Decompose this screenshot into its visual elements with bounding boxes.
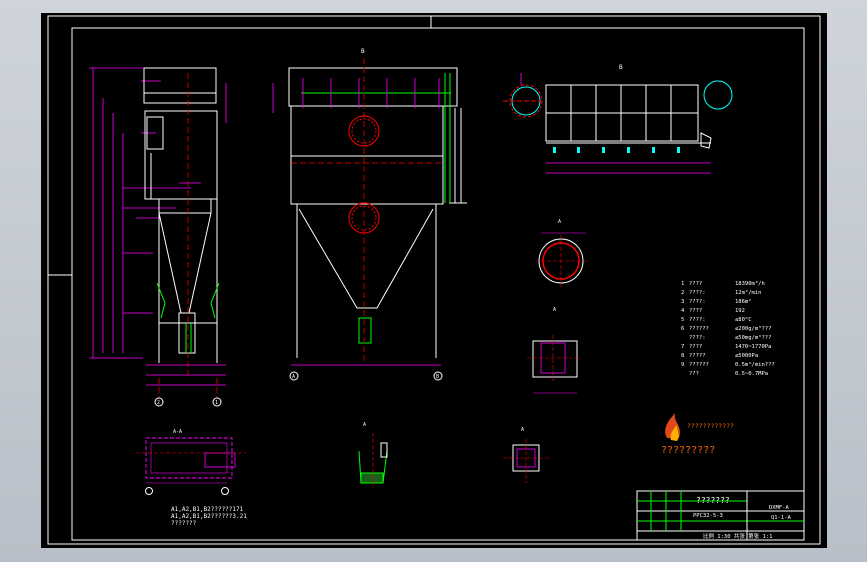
axis-label-2: 2 xyxy=(157,400,160,406)
spec-num-2: 2 xyxy=(681,290,684,296)
axis-bubble-a xyxy=(289,371,299,381)
front-view-structure xyxy=(288,67,467,358)
spec-label-4: ???? xyxy=(689,308,702,314)
watermark-logo: ???????????? ????????? xyxy=(661,413,734,456)
front-view-dimensions xyxy=(272,78,441,366)
side-view-dimensions xyxy=(89,67,227,386)
spec-label-10: ?????? xyxy=(689,362,709,368)
detail-bracket: A xyxy=(527,307,581,394)
plan-view-structure xyxy=(545,84,712,149)
spec-label-1: ???? xyxy=(689,281,702,287)
spec-value-11: 0.5~0.7MPa xyxy=(735,371,768,377)
note-line-2: A1,A2,B1,B2??????3.21 xyxy=(171,513,247,520)
axis-label-b: B xyxy=(436,374,439,380)
spec-label-6: ?????? xyxy=(689,326,709,332)
watermark-text: ????????? xyxy=(661,445,715,456)
spec-value-10: 0.5m³/min??? xyxy=(735,361,775,368)
spec-label-2: ????: xyxy=(689,290,706,296)
logo-text: ???????????? xyxy=(687,422,734,430)
spec-value-6: ≤200g/m³??? xyxy=(735,325,771,332)
spec-value-3: 186m² xyxy=(735,298,752,305)
drawing-sheet[interactable]: 2 1 B xyxy=(41,13,827,548)
plan-view-valves xyxy=(553,147,680,153)
spec-label-11: ??? xyxy=(689,371,699,377)
spec-label-7: ????: xyxy=(689,335,706,341)
axis-bubble-1 xyxy=(212,397,222,407)
axis-bubble-b xyxy=(433,371,443,381)
detail1-label: A xyxy=(558,219,561,225)
front-view-label: B xyxy=(361,48,365,55)
spec-num-9: 8 xyxy=(681,353,684,359)
detail-box: A xyxy=(503,427,549,483)
side-view-structure xyxy=(143,67,218,363)
plan-view-label: B xyxy=(619,64,623,71)
spec-list: 1 ???? 18390m³/h 2 ????: 12m³/min 3 ????… xyxy=(681,280,775,377)
spec-num-1: 1 xyxy=(681,281,684,287)
spec-num-3: 3 xyxy=(681,299,684,305)
note-line-3: ??????? xyxy=(171,520,197,527)
detail4-label: A xyxy=(521,427,524,433)
spec-label-9: ????? xyxy=(689,353,706,359)
section-aa-label: A-A xyxy=(173,429,182,435)
plan-view-centerlines xyxy=(503,84,543,118)
title-block: ??????? DXMF-A Q1-1-A PPC32-5-3 比例 1:30 … xyxy=(636,490,805,541)
front-view-parts xyxy=(301,73,451,344)
front-view: B xyxy=(272,48,467,381)
title-main: ??????? xyxy=(696,496,730,505)
plan-view-dimensions xyxy=(520,73,711,174)
spec-num-8: 7 xyxy=(681,344,684,350)
detail-flange-circle: A xyxy=(535,219,587,287)
spec-label-5: ????: xyxy=(689,317,706,323)
plan-view-inlet xyxy=(511,80,733,116)
side-view: 2 1 xyxy=(89,67,227,407)
title-drawing-no: DXMF-A xyxy=(769,505,790,511)
side-view-centerlines xyxy=(158,73,218,398)
plan-view: B xyxy=(503,64,733,174)
spec-value-7: ≤50mg/m³??? xyxy=(735,334,771,341)
axis-bubble-2 xyxy=(154,397,164,407)
section-aa: A-A xyxy=(136,429,246,495)
spec-value-8: 1470~1770Pa xyxy=(735,344,771,350)
spec-value-1: 18390m³/h xyxy=(735,280,765,287)
spec-label-8: ???? xyxy=(689,344,702,350)
detail3-label: A xyxy=(363,422,366,428)
note-line-1: A1,A2,B1,B2??????171 xyxy=(171,506,244,513)
detail2-label: A xyxy=(553,307,556,313)
spec-value-5: ≤80°C xyxy=(735,317,752,323)
title-bottom-row: 比例 1:30 共张 第张 1:1 xyxy=(703,532,772,540)
detail-hopper-valve: A xyxy=(358,422,388,488)
cad-drawing: 2 1 B xyxy=(47,15,821,545)
outer-border xyxy=(47,15,821,545)
axis-label-1: 1 xyxy=(215,400,218,406)
spec-num-5: 5 xyxy=(681,317,684,323)
spec-num-10: 9 xyxy=(681,362,684,368)
spec-value-9: ≤5000Pa xyxy=(735,353,758,359)
front-view-ports xyxy=(291,58,443,363)
title-code: Q1-1-A xyxy=(771,515,792,521)
spec-label-3: ????: xyxy=(689,299,706,305)
spec-num-6: 6 xyxy=(681,326,684,332)
spec-num-4: 4 xyxy=(681,308,685,314)
title-model: PPC32-5-3 xyxy=(693,513,723,519)
spec-value-2: 12m³/min xyxy=(735,289,762,296)
side-view-parts xyxy=(156,282,220,353)
axis-label-a: A xyxy=(292,374,295,380)
spec-value-4: 192 xyxy=(735,308,745,314)
inner-border xyxy=(71,27,805,541)
